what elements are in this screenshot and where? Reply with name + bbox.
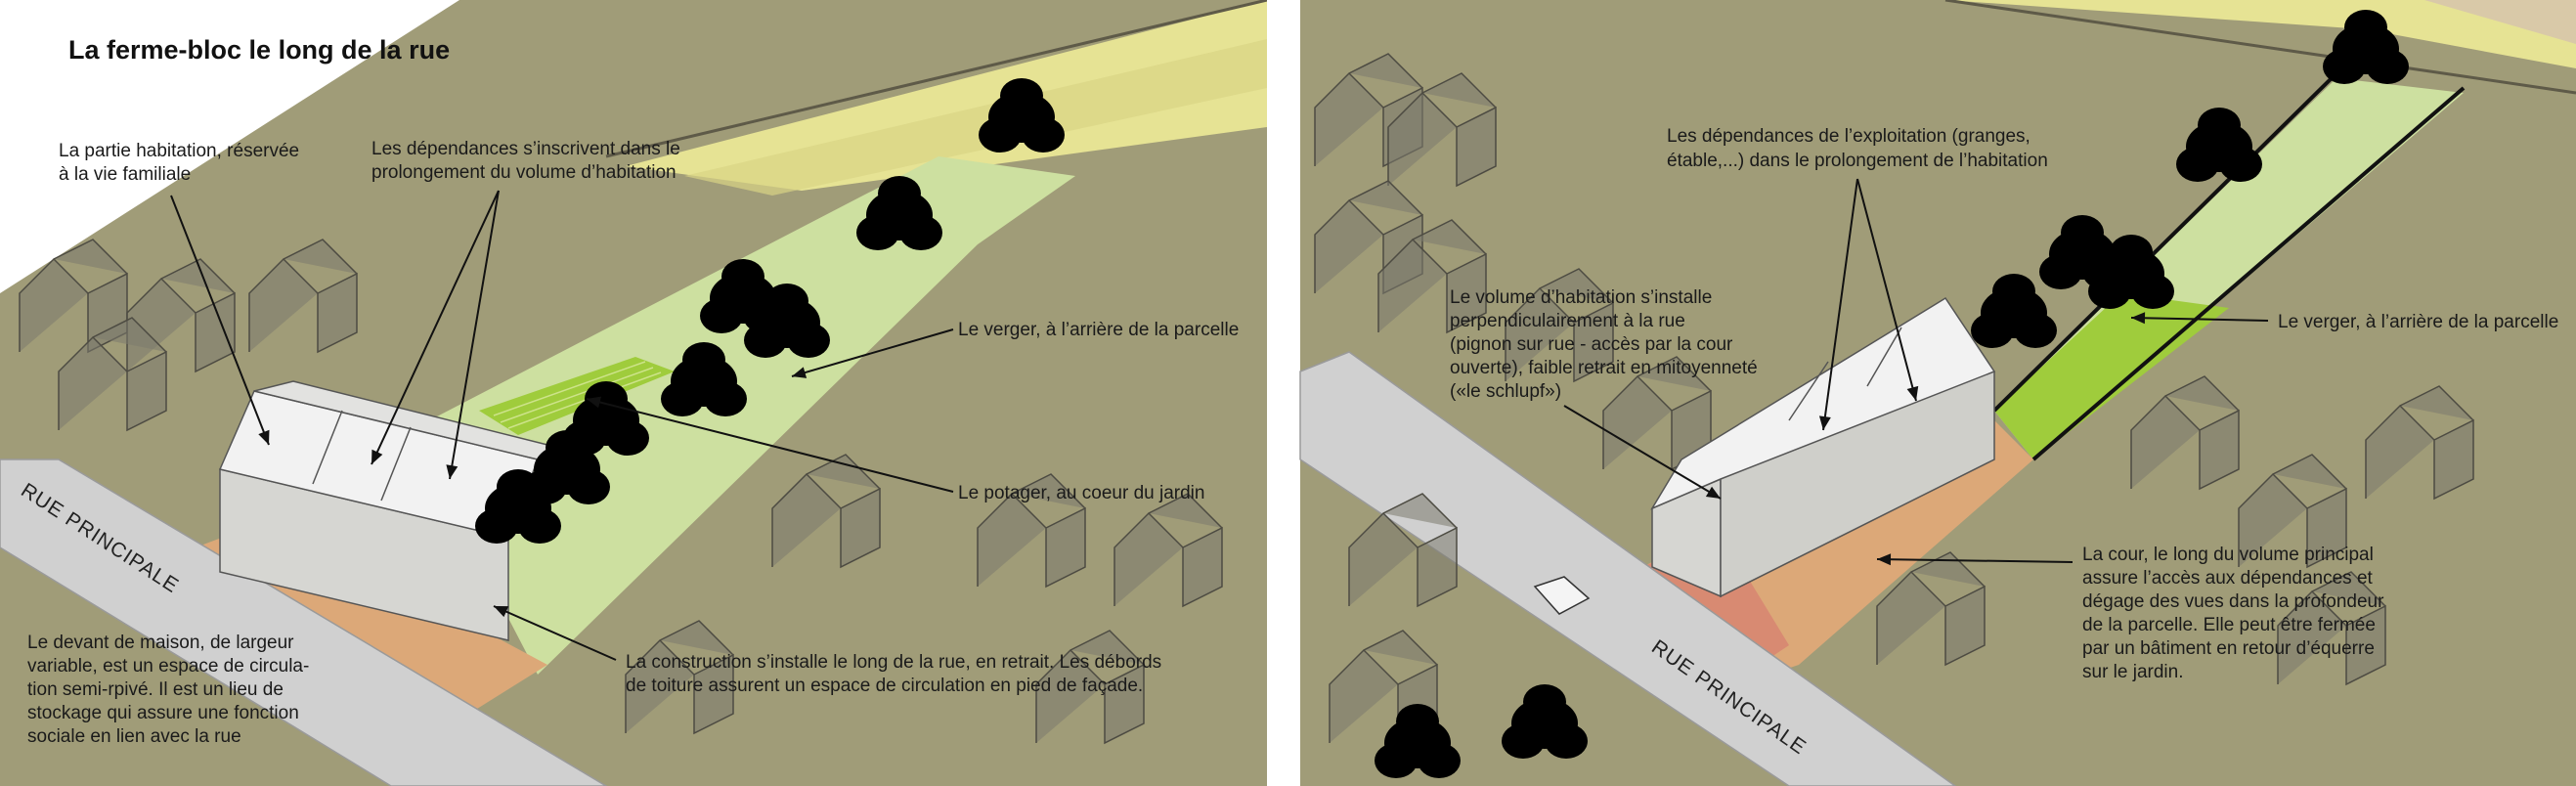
arrowheads xyxy=(258,312,2146,618)
panel-divider xyxy=(1267,0,1300,786)
arrowhead xyxy=(258,429,270,445)
left-construction-arrow xyxy=(493,605,617,661)
arrowhead xyxy=(2131,312,2146,325)
left-construction-line-1: La construction s’installe le long de la… xyxy=(626,652,1161,673)
left-orchard xyxy=(411,156,1075,675)
arrowhead xyxy=(587,396,602,409)
right-orchard-bright xyxy=(1994,293,2229,459)
right-cour-line-5: par un bâtiment en retour d’équerre xyxy=(2082,638,2375,659)
left-devant-line-5: sociale en lien avec la rue xyxy=(27,726,241,747)
left-habitation-arrow xyxy=(170,195,270,446)
left-devant-line-3: tion semi-rpivé. Il est un lieu de xyxy=(27,679,284,700)
page-title: La ferme-bloc le long de la rue xyxy=(68,35,450,65)
left-annotation-dependances: Les dépendances s’inscrivent dans le pro… xyxy=(371,139,680,480)
arrowhead xyxy=(792,367,808,378)
left-verger-line-1: Le verger, à l’arrière de la parcelle xyxy=(958,320,1239,340)
right-cour-arrow xyxy=(1876,558,2074,563)
left-road xyxy=(0,458,608,786)
left-potager xyxy=(479,357,675,435)
right-car xyxy=(1533,576,1591,615)
right-field-beige xyxy=(2424,0,2576,44)
right-volume-line-3: (pignon sur rue - accès par la cour xyxy=(1450,334,1733,355)
right-annotation-dependances: Les dépendances de l’exploitation (grang… xyxy=(1667,126,2048,431)
right-farm-building xyxy=(1650,296,1996,598)
right-volume-line-2: perpendiculairement à la rue xyxy=(1450,311,1685,331)
left-devant-line-2: variable, est un espace de circula- xyxy=(27,656,309,677)
right-cour-line-1: La cour, le long du volume principal xyxy=(2082,545,2374,565)
left-devant-line-4: stockage qui assure une fonction xyxy=(27,703,299,723)
right-dependances-line-1: Les dépendances de l’exploitation (grang… xyxy=(1667,126,2030,147)
arrowhead xyxy=(494,606,509,618)
left-devant-line-1: Le devant de maison, de largeur xyxy=(27,633,294,653)
arrowhead xyxy=(1906,385,1919,401)
right-dependances-arrow-2 xyxy=(1856,178,1917,402)
arrowhead xyxy=(446,464,458,479)
right-volume-arrow xyxy=(1563,405,1722,500)
right-verger-arrow xyxy=(2130,317,2269,322)
right-road xyxy=(1299,351,1957,786)
left-field-boundary xyxy=(605,0,1268,158)
left-annotation-verger: Le verger, à l’arrière de la parcelle xyxy=(791,320,1239,377)
right-cour-line-2: assure l’accès aux dépendances et xyxy=(2082,568,2374,589)
right-cour-line-3: dégage des vues dans la profondeur xyxy=(2082,591,2384,612)
right-cour-line-4: de la parcelle. Elle peut être fermée xyxy=(2082,615,2376,635)
left-potager-arrow xyxy=(586,398,954,493)
arrowhead xyxy=(1818,415,1831,430)
right-annotation-verger: Le verger, à l’arrière de la parcelle xyxy=(2130,312,2558,332)
left-dependances-line-2: prolongement du volume d’habitation xyxy=(371,162,677,183)
right-panel: RUE PRINCIPALE Les dépendances de l’expl… xyxy=(1299,0,2576,786)
right-parcel-walls xyxy=(1992,71,2466,461)
arrowhead xyxy=(371,449,383,464)
left-potager-line-1: Le potager, au coeur du jardin xyxy=(958,483,1204,503)
left-dependances-line-1: Les dépendances s’inscrivent dans le xyxy=(371,139,680,159)
left-annotation-devant: Le devant de maison, de largeur variable… xyxy=(27,633,309,747)
left-field-band xyxy=(684,39,1267,196)
left-panel: La ferme-bloc le long de la rue RUE PRIN… xyxy=(0,0,1268,786)
right-verger-line-1: Le verger, à l’arrière de la parcelle xyxy=(2278,312,2558,332)
left-annotation-construction: La construction s’installe le long de la… xyxy=(493,605,1161,696)
right-field-boundary xyxy=(1944,0,2576,95)
left-annotation-potager: Le potager, au coeur du jardin xyxy=(586,398,1204,503)
left-construction-line-2: de toiture assurent un espace de circula… xyxy=(626,676,1143,696)
right-cour-line-6: sur le jardin. xyxy=(2082,662,2184,682)
right-annotation-volume: Le volume d’habitation s’installe perpen… xyxy=(1450,287,1758,500)
right-dependances-arrow-1 xyxy=(1822,178,1858,431)
left-field-yellow xyxy=(626,0,1267,191)
right-volume-line-1: Le volume d’habitation s’installe xyxy=(1450,287,1712,308)
right-annotation-cour: La cour, le long du volume principal ass… xyxy=(1876,545,2384,682)
right-volume-line-5: («le schlupf») xyxy=(1450,381,1561,402)
right-volume-line-4: ouverte), faible retrait en mitoyenneté xyxy=(1450,358,1758,378)
left-farm-building xyxy=(218,380,570,641)
left-verger-arrow xyxy=(791,328,954,377)
right-field-yellow xyxy=(1945,0,2576,68)
right-dependances-line-2: étable,...) dans le prolongement de l’ha… xyxy=(1667,151,2048,171)
arrowhead xyxy=(1705,486,1721,499)
left-dependances-arrow-2 xyxy=(449,190,500,480)
arrowhead xyxy=(1877,553,1892,566)
left-habitation-line-2: à la vie familiale xyxy=(59,164,191,185)
left-dependances-arrow-1 xyxy=(371,190,500,465)
left-potager-rows xyxy=(493,361,662,429)
left-habitation-line-1: La partie habitation, réservée xyxy=(59,141,299,161)
left-annotation-habitation: La partie habitation, réservée à la vie … xyxy=(59,141,299,446)
